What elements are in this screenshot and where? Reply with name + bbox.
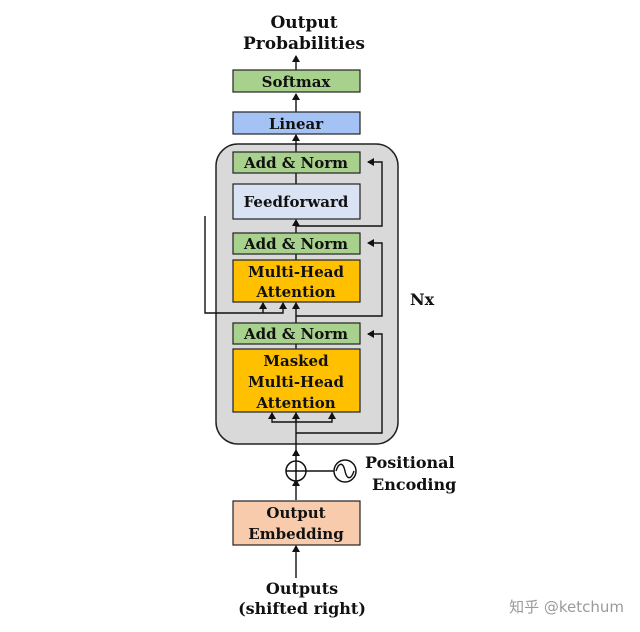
- output-embedding-block: [232, 500, 361, 546]
- output-embedding-label-line1: Output: [266, 504, 325, 522]
- linear-label: Linear: [269, 115, 324, 133]
- linear-block: [232, 111, 361, 135]
- add-norm-mid-label: Add & Norm: [243, 235, 348, 253]
- masked-attention-label-line1: Masked: [263, 352, 329, 370]
- multi-head-attention-label-line1: Multi-Head: [248, 263, 344, 281]
- multi-head-attention-block: [232, 259, 361, 303]
- output-embedding-label-line2: Embedding: [248, 525, 344, 543]
- output-probabilities-title-line1: Output: [270, 13, 337, 33]
- residual-mid-to-top: [296, 158, 383, 227]
- encoder-output-line-k: [204, 216, 287, 314]
- add-norm-bottom-block: [232, 322, 361, 345]
- watermark-text: 知乎 @ketchum: [509, 598, 624, 616]
- add-norm-bottom-label: Add & Norm: [243, 325, 348, 343]
- add-norm-top-block: [232, 151, 361, 174]
- residual-input-to-bottom: [296, 330, 383, 434]
- outputs-label-line2: (shifted right): [238, 599, 366, 618]
- masked-input-q: [268, 412, 296, 423]
- add-norm-top-label: Add & Norm: [243, 154, 348, 172]
- masked-input-v: [296, 412, 336, 423]
- feedforward-label: Feedforward: [244, 193, 349, 211]
- masked-attention-label-line3: Attention: [255, 394, 335, 412]
- repeat-nx-label: Nx: [410, 290, 435, 309]
- sine-wave-icon: [333, 459, 357, 483]
- add-norm-mid-block: [232, 232, 361, 255]
- feedforward-block: [232, 183, 361, 220]
- connectors: [204, 55, 383, 578]
- add-operator-icon: [285, 460, 307, 482]
- softmax-label: Softmax: [262, 73, 332, 91]
- softmax-block: [232, 69, 361, 93]
- output-probabilities-title-line2: Probabilities: [243, 34, 365, 54]
- outputs-label-line1: Outputs: [266, 579, 338, 598]
- positional-encoding-label-line1: Positional: [365, 453, 455, 472]
- residual-bottom-to-mid: [296, 239, 383, 317]
- masked-multi-head-attention-block: [232, 348, 361, 413]
- masked-attention-label-line2: Multi-Head: [248, 373, 344, 391]
- multi-head-attention-label-line2: Attention: [255, 283, 335, 301]
- positional-encoding-label-line2: Encoding: [372, 475, 456, 494]
